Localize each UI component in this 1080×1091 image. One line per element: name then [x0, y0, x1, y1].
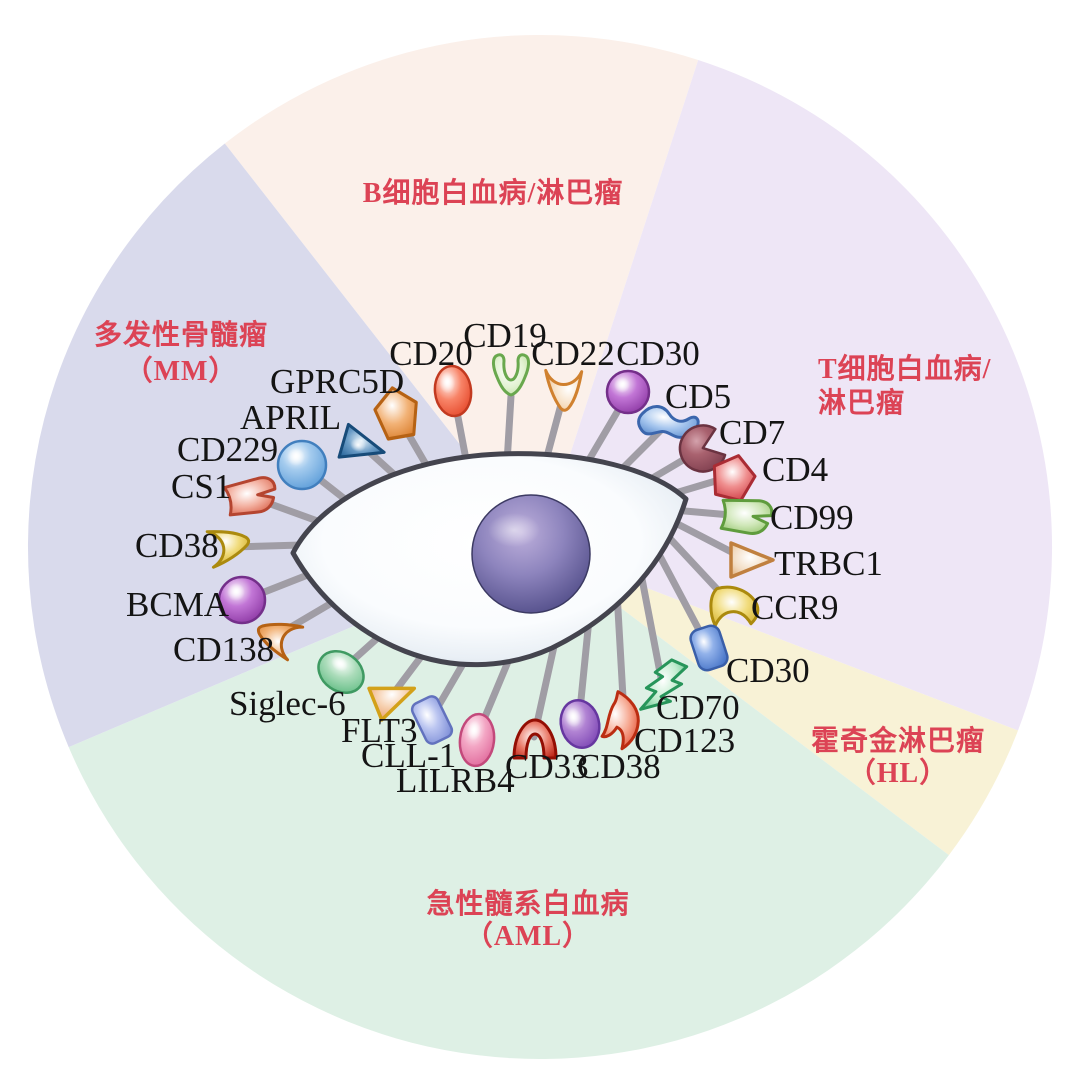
marker-label-gprc5d: GPRC5D [270, 362, 404, 401]
marker-ccr9-t [709, 585, 760, 628]
gloss-highlight [565, 707, 582, 728]
cs1-flag-glyph [222, 476, 277, 517]
marker-trbc1-t [729, 541, 775, 579]
marker-label-cd5: CD5 [665, 377, 731, 416]
antigen-labels: CD20 CD19 CD22 CD30 CD5 CD7 CD4 CD99 TRB… [126, 316, 883, 800]
gloss-highlight [287, 448, 305, 466]
nucleus-highlight [488, 513, 540, 547]
marker-cs1-mm [222, 476, 277, 517]
tumor-cell-nucleus [471, 494, 591, 614]
gprc5d-pentagon-glyph [373, 386, 418, 441]
marker-cd22-b [544, 368, 584, 412]
cd33-arch-glyph [512, 718, 558, 760]
marker-label-flt3: FLT3 [341, 711, 418, 750]
marker-label-cd70: CD70 [656, 688, 740, 727]
marker-label-cd4: CD4 [762, 450, 828, 489]
marker-cd123-aml [600, 690, 640, 751]
cd99-flag-glyph [719, 498, 774, 536]
gloss-highlight [331, 655, 348, 672]
marker-label-cd38-mm: CD38 [135, 526, 219, 565]
sector-hl-label-line1: 霍奇金淋巴瘤 [811, 724, 985, 757]
gloss-highlight [466, 720, 482, 741]
sector-labels: B细胞白血病/淋巴瘤 T细胞白血病/ 淋巴瘤 霍奇金淋巴瘤 （HL） 急性髓系白… [94, 176, 992, 952]
marker-cd19-b [492, 353, 530, 397]
marker-label-cd38-aml: CD38 [577, 747, 661, 786]
marker-label-april: APRIL [240, 398, 341, 437]
sector-aml-label-line1: 急性髓系白血病 [426, 887, 629, 920]
marker-label-lilrb4: LILRB4 [396, 761, 515, 800]
marker-cd70-aml [639, 658, 689, 711]
marker-cd38-aml [559, 699, 601, 749]
marker-lilrb4-aml [458, 712, 496, 768]
sector-aml-label-line2: （AML） [465, 919, 591, 952]
cd123-flame-glyph [600, 690, 640, 751]
cd138-boomerang-glyph [256, 622, 305, 662]
cd229-sphere-glyph [276, 439, 328, 491]
marker-cd99-t [719, 498, 774, 536]
gloss-highlight [350, 437, 367, 452]
marker-label-cd22: CD22 [531, 334, 615, 373]
flt3-triangle-glyph [367, 686, 417, 722]
marker-label-bcma: BCMA [126, 585, 230, 624]
sector-hl-wedge [540, 547, 1018, 856]
sector-aml-wedge [68, 547, 949, 1059]
antigen-glyphs [205, 353, 775, 768]
marker-label-cd30-hl: CD30 [726, 651, 810, 690]
siglec6-oval-glyph [317, 649, 365, 695]
sector-t-cell-wedge [540, 60, 1053, 731]
marker-label-siglec6: Siglec-6 [229, 684, 346, 723]
marker-cd38-mm [205, 530, 251, 569]
cd30-sphere-glyph [605, 369, 651, 415]
marker-label-cd20: CD20 [389, 334, 473, 373]
marker-cd33-aml [512, 718, 558, 760]
sector-t-cell-label-line2: 淋巴瘤 [818, 386, 905, 419]
marker-label-cd123: CD123 [634, 721, 735, 760]
marker-label-trbc1: TRBC1 [774, 544, 883, 583]
marker-label-cd33: CD33 [505, 747, 589, 786]
marker-cd30-hl [689, 624, 729, 672]
marker-label-cd7: CD7 [719, 413, 785, 452]
spoke [649, 539, 711, 649]
sector-mm-label-line1: 多发性骨髓瘤 [94, 318, 268, 351]
sector-b-cell-wedge [224, 34, 699, 548]
marker-label-cd19: CD19 [463, 316, 547, 355]
sector-t-cell-label-line1: T细胞白血病/ [818, 352, 992, 385]
cd22-chevron-glyph [544, 368, 584, 412]
cd30-barrel-glyph [689, 624, 729, 672]
marker-cd138-mm [256, 622, 305, 662]
marker-siglec6-aml [317, 649, 365, 695]
marker-cd4-t [712, 454, 757, 503]
sector-b-cell-label: B细胞白血病/淋巴瘤 [363, 176, 623, 209]
cll1-rect-glyph [410, 695, 454, 745]
trbc1-triangle-glyph [729, 541, 775, 579]
marker-bcma-mm [217, 575, 267, 625]
sector-mm-label-line2: （MM） [125, 354, 238, 387]
marker-flt3-aml [367, 686, 417, 722]
marker-label-cll1: CLL-1 [361, 736, 456, 775]
marker-label-cs1: CS1 [171, 467, 231, 506]
gloss-highlight [227, 583, 245, 601]
marker-label-cd138: CD138 [173, 630, 274, 669]
cd4-pentagon-glyph [712, 454, 757, 503]
marker-cd30-b [605, 369, 651, 415]
marker-label-cd99: CD99 [770, 498, 854, 537]
marker-label-cd229: CD229 [177, 430, 278, 469]
sector-hl-label-line2: （HL） [848, 756, 948, 789]
marker-label-cd30-b: CD30 [616, 334, 700, 373]
marker-gprc5d-mm [373, 386, 418, 441]
marker-cd20-b [433, 364, 473, 418]
cd38-chevron-glyph [205, 530, 251, 569]
gloss-highlight [614, 377, 630, 393]
marker-cll1-aml [410, 695, 454, 745]
ccr9-boomerang-glyph [709, 585, 760, 628]
cd19-tulip-glyph [492, 353, 530, 397]
marker-label-ccr9: CCR9 [751, 588, 839, 627]
marker-cd229-mm [276, 439, 328, 491]
marker-april-mm [337, 422, 386, 459]
tumor-cell [290, 451, 689, 668]
cd70-lightning-glyph [639, 658, 689, 711]
gloss-highlight [439, 371, 456, 394]
